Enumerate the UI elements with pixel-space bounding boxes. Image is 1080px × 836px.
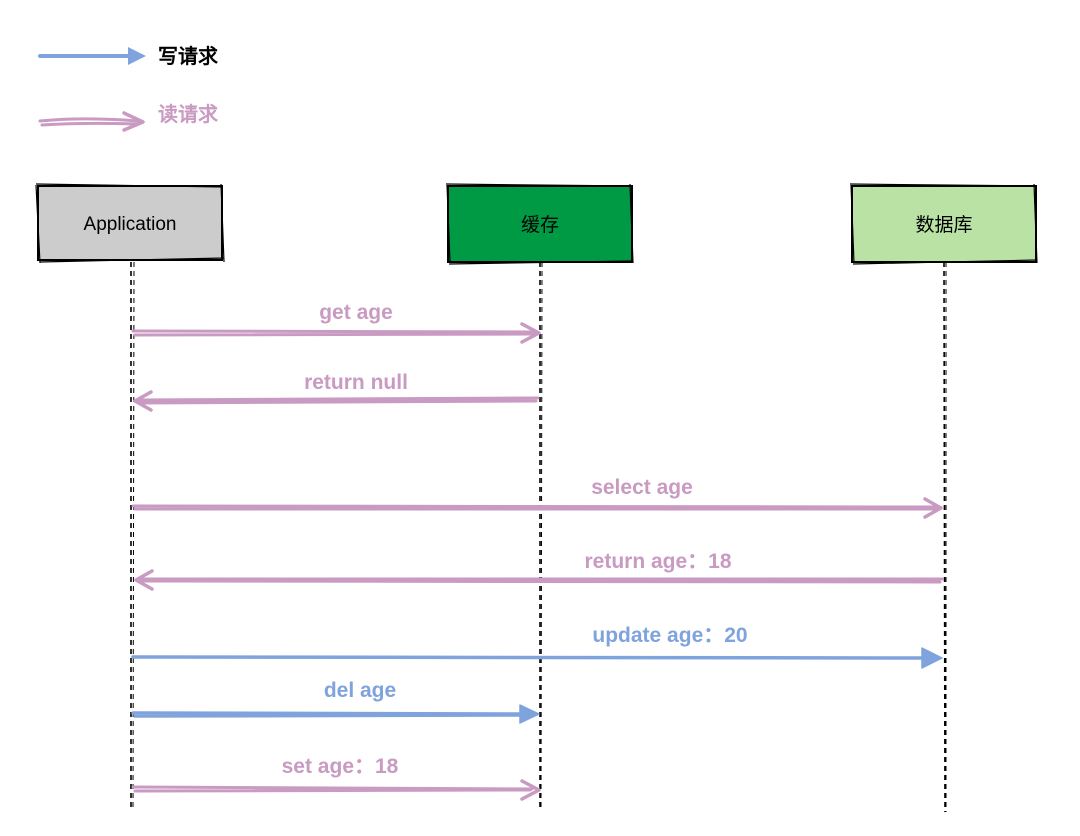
- participant-application: Application: [35, 183, 225, 264]
- legend-read-label: 读请求: [158, 102, 219, 126]
- participant-database: 数据库: [849, 183, 1038, 265]
- message-label: update age：20: [592, 624, 747, 647]
- legend: 写请求 读请求: [38, 44, 219, 132]
- arrowhead-right-icon: [923, 497, 943, 519]
- arrowhead-right-icon: [520, 779, 541, 801]
- legend-read-arrow-line: [38, 117, 140, 127]
- message-label: set age：18: [282, 755, 399, 778]
- lifeline-database: [943, 261, 946, 813]
- message-arrow-line: [131, 504, 940, 511]
- arrowhead-left-icon: [133, 390, 153, 412]
- message-label: return null: [304, 371, 408, 394]
- legend-read-arrowhead-icon: [122, 111, 145, 132]
- arrowhead-right-icon: [519, 704, 540, 724]
- message-arrow-line: [131, 329, 538, 337]
- legend-write-arrowhead-icon: [128, 47, 146, 65]
- lifelines: [130, 261, 947, 813]
- lifeline-application-sketch: [132, 261, 135, 811]
- arrowhead-right-icon: [921, 647, 943, 669]
- participant-application-label: Application: [84, 214, 177, 235]
- participant-database-label: 数据库: [915, 214, 972, 236]
- message-arrow-line: [131, 655, 932, 660]
- participant-cache-label: 缓存: [521, 214, 559, 236]
- participant-application-sketch-stroke: [35, 183, 225, 264]
- legend-read: 读请求: [38, 102, 219, 132]
- message-arrow-line: [131, 785, 534, 793]
- legend-write-label: 写请求: [158, 44, 219, 68]
- message-get-age: get age: [131, 301, 541, 344]
- message-update-age: update age：20: [131, 624, 943, 669]
- message-return-age: return age：18: [134, 550, 944, 591]
- arrowhead-right-icon: [520, 322, 541, 344]
- message-arrow-line: [131, 711, 530, 718]
- arrowhead-left-icon: [134, 569, 154, 591]
- message-arrow-line: [136, 396, 540, 405]
- message-arrow-line: [138, 577, 944, 584]
- message-label: select age: [591, 476, 693, 499]
- message-del-age: del age: [131, 679, 540, 724]
- legend-write: 写请求: [38, 44, 219, 68]
- message-select-age: select age: [131, 476, 943, 519]
- message-label: get age: [319, 301, 393, 324]
- message-label: return age：18: [584, 550, 731, 573]
- lifeline-cache-sketch: [540, 261, 543, 809]
- message-return-null: return null: [133, 371, 540, 412]
- participant-cache: 缓存: [445, 183, 634, 265]
- message-set-age: set age：18: [131, 755, 541, 801]
- message-label: del age: [324, 679, 396, 702]
